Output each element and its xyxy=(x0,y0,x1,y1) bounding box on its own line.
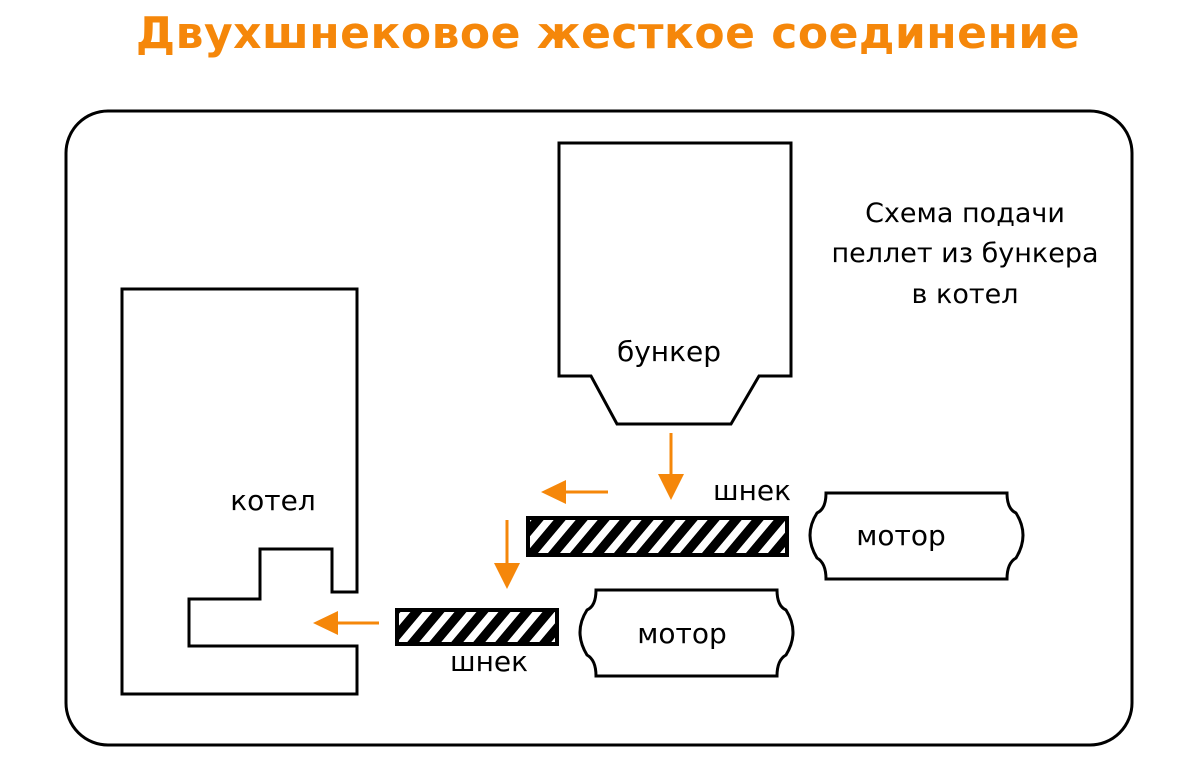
caption-line-3: в котел xyxy=(912,279,1019,310)
arrow-down-to-lower-auger xyxy=(494,520,520,589)
upper-auger xyxy=(526,516,789,557)
boiler xyxy=(120,287,359,696)
diagram-frame xyxy=(64,109,1134,747)
arrow-down-from-hopper xyxy=(658,433,684,500)
upper-motor-label: мотор xyxy=(856,519,945,552)
page-title: Двухшнековое жесткое соединение xyxy=(135,8,1081,59)
arrow-left-upper xyxy=(541,480,608,504)
boiler-label: котел xyxy=(230,484,315,517)
upper-auger-label: шнек xyxy=(713,474,791,507)
caption-line-2: пеллет из бункера xyxy=(831,238,1098,269)
arrow-left-into-boiler xyxy=(313,611,379,635)
caption-line-1: Схема подачи xyxy=(865,198,1065,229)
hopper xyxy=(557,141,793,426)
lower-auger xyxy=(395,608,559,646)
flow-arrows xyxy=(313,433,684,635)
upper-motor xyxy=(808,491,1025,581)
lower-motor-label: мотор xyxy=(637,617,726,650)
diagram-caption: Схема подачи пеллет из бункера в котел xyxy=(831,198,1098,310)
lower-motor xyxy=(578,588,795,678)
hopper-label: бункер xyxy=(617,335,721,368)
lower-auger-label: шнек xyxy=(450,645,528,678)
